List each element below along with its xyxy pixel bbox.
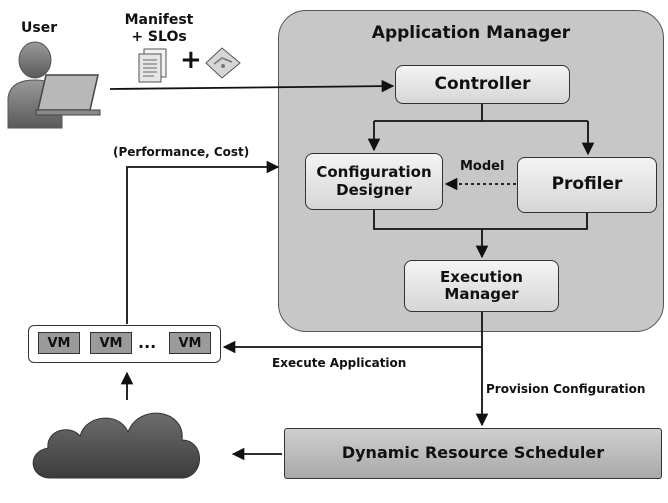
- execution-manager-box: Execution Manager: [404, 260, 559, 312]
- document-stack-icon: [138, 48, 167, 83]
- performance-cost-label: (Performance, Cost): [113, 145, 250, 159]
- dynamic-resource-scheduler-label: Dynamic Resource Scheduler: [341, 443, 605, 463]
- controller-box: Controller: [395, 65, 570, 104]
- plus-sign: +: [180, 45, 202, 75]
- vm-1: VM: [38, 332, 80, 354]
- profiler-box: Profiler: [517, 157, 657, 213]
- performance-cost-feedback-arrow: [126, 160, 280, 324]
- provision-configuration-label: Provision Configuration: [486, 382, 646, 396]
- vm-ellipsis: ...: [138, 333, 157, 352]
- user-to-controller-arrow: [109, 79, 395, 93]
- vm-3: VM: [169, 332, 211, 354]
- application-manager-title: Application Manager: [371, 23, 571, 43]
- model-label: Model: [460, 159, 505, 174]
- configuration-designer-label-2: Designer: [336, 180, 412, 199]
- configuration-designer-label-1: Configuration: [316, 163, 432, 182]
- cloud-icon: [32, 412, 200, 479]
- controller-label: Controller: [434, 73, 531, 94]
- manifest-label-2: + SLOs: [131, 29, 187, 45]
- user-with-laptop-icon: [7, 41, 101, 129]
- manifest-label-1: Manifest: [124, 12, 194, 28]
- user-label: User: [21, 20, 58, 36]
- execution-manager-label-1: Execution: [440, 267, 523, 286]
- execution-outputs: [222, 312, 489, 427]
- map-icon: [205, 47, 241, 79]
- execution-manager-label-2: Manager: [444, 285, 519, 303]
- dynamic-resource-scheduler-box: Dynamic Resource Scheduler: [284, 428, 662, 479]
- profiler-label: Profiler: [551, 174, 623, 195]
- configuration-designer-box: Configuration Designer: [305, 153, 443, 210]
- controller-split-arrows: [367, 104, 595, 156]
- execute-application-label: Execute Application: [272, 356, 407, 370]
- merge-to-execution-arrow: [373, 210, 588, 259]
- vm-2: VM: [90, 332, 132, 354]
